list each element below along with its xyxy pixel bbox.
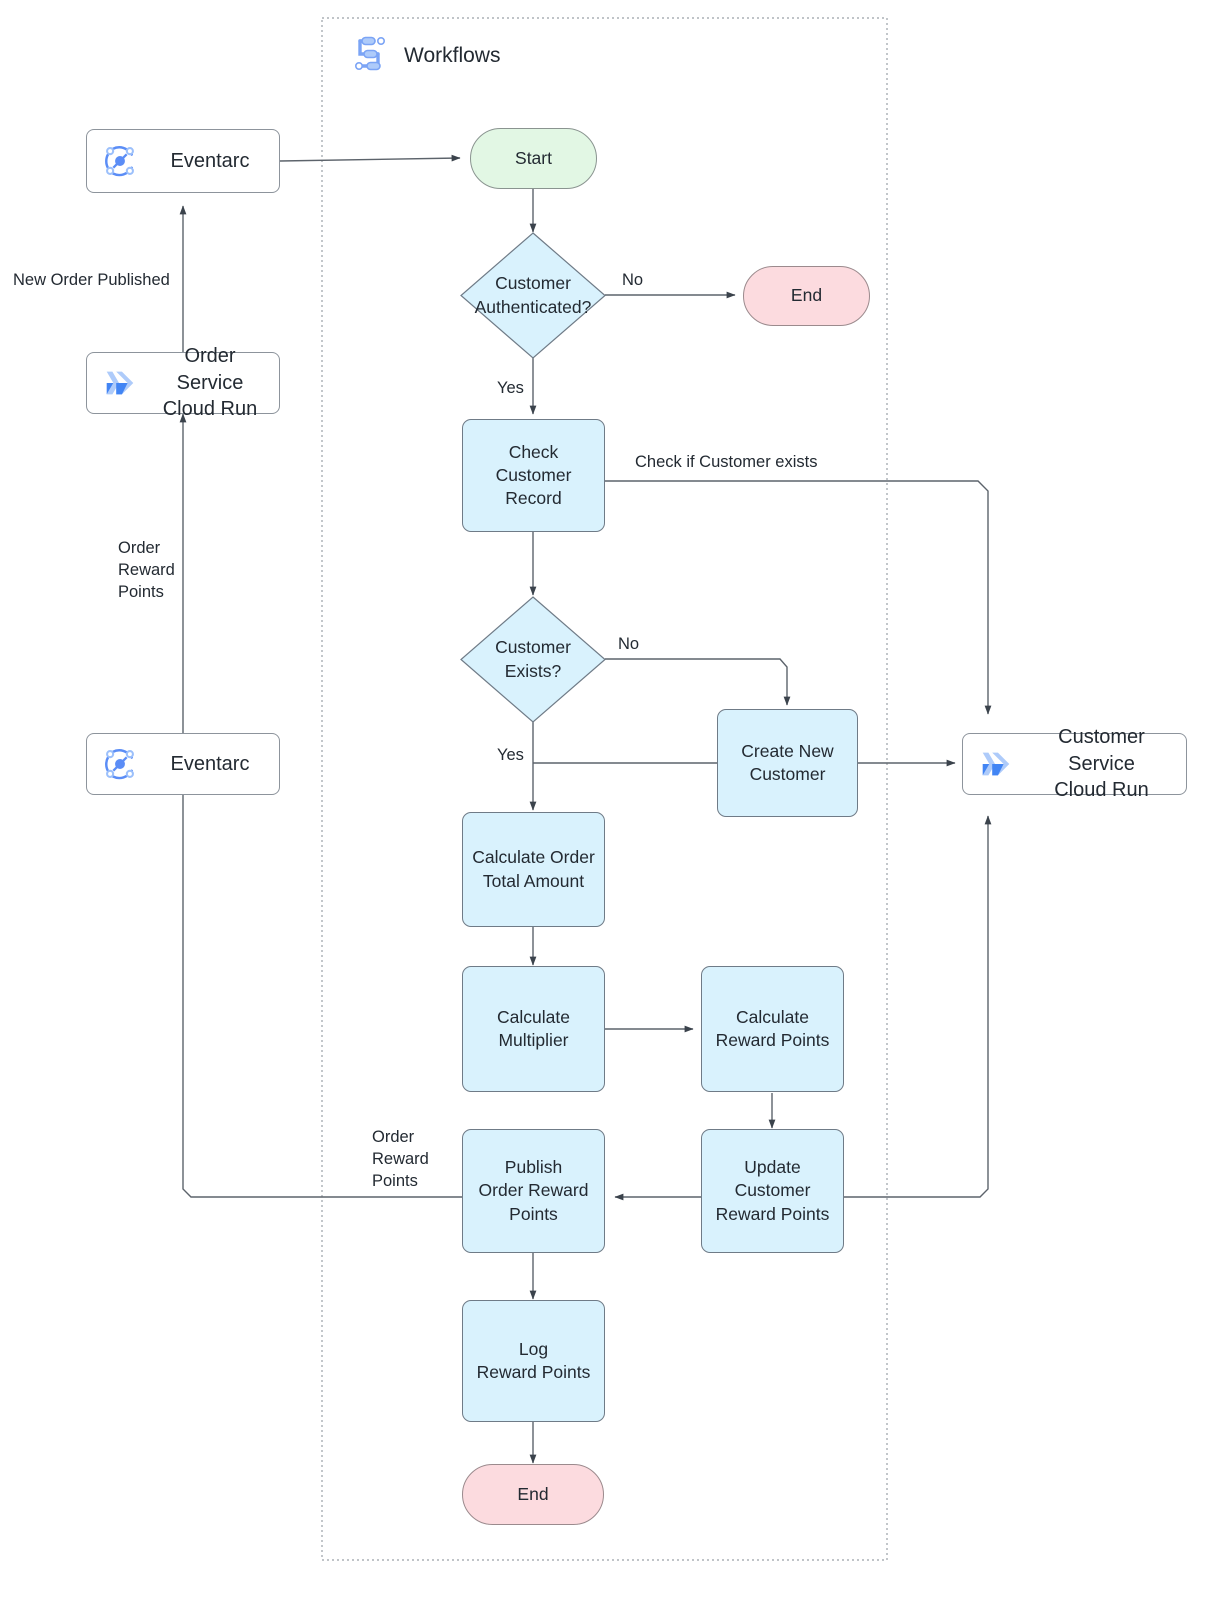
create-new-customer-node[interactable]: Create New Customer	[717, 709, 858, 817]
check-customer-record-line3: Record	[505, 488, 562, 509]
create-new-customer-label: Create New Customer	[741, 740, 833, 786]
order-service-line1: Order Service	[176, 345, 244, 394]
check-customer-record-line1: Check	[508, 441, 559, 462]
edge-label-new-order-published: New Order Published	[13, 271, 170, 289]
order-service-label: Order Service Cloud Run	[149, 343, 279, 422]
update-customer-reward-points-node[interactable]: Update Customer Reward Points	[701, 1129, 844, 1253]
update-customer-reward-points-line2: Customer	[734, 1180, 811, 1201]
start-node[interactable]: Start	[470, 128, 597, 189]
calculate-reward-points-label: Calculate Reward Points	[716, 1006, 830, 1052]
publish-order-reward-points-line3: Points	[509, 1203, 558, 1224]
customer-exists-decision[interactable]: Customer Exists?	[460, 596, 606, 723]
publish-order-reward-points-line1: Publish	[504, 1157, 563, 1178]
eventarc-bottom-node[interactable]: Eventarc	[86, 733, 280, 795]
edge-label-yes-authenticated: Yes	[497, 379, 524, 397]
calculate-reward-points-line2: Reward Points	[715, 1030, 830, 1050]
eventarc-bottom-label: Eventarc	[170, 752, 250, 775]
calculate-order-total-label: Calculate Order Total Amount	[472, 846, 595, 892]
eventarc-top-node[interactable]: Eventarc	[86, 129, 280, 193]
customer-authenticated-decision[interactable]: Customer Authenticated?	[460, 232, 606, 359]
workflows-group-boundary	[321, 17, 888, 1561]
calculate-order-total-line1: Calculate Order	[472, 847, 595, 868]
eventarc-icon	[105, 749, 134, 780]
customer-service-node[interactable]: Customer Service Cloud Run	[962, 726, 1187, 801]
eventarc-top-label: Eventarc	[170, 149, 250, 172]
create-new-customer-line1: Create New	[741, 740, 834, 761]
check-customer-record-node[interactable]: Check Customer Record	[462, 419, 605, 532]
calculate-multiplier-line2: Multiplier	[498, 1030, 569, 1050]
log-reward-points-node[interactable]: Log Reward Points	[462, 1300, 605, 1422]
publish-order-reward-points-node[interactable]: Publish Order Reward Points	[462, 1129, 605, 1253]
create-new-customer-line2: Customer	[749, 764, 826, 784]
end-top-label: End	[790, 285, 823, 306]
calculate-multiplier-label: Calculate Multiplier	[497, 1006, 570, 1052]
publish-order-reward-points-label: Publish Order Reward Points	[479, 1156, 589, 1225]
edge-label-order-reward-points-publish: Order Reward Points	[372, 1128, 429, 1190]
calculate-multiplier-line1: Calculate	[497, 1006, 570, 1027]
calculate-order-total-node[interactable]: Calculate Order Total Amount	[462, 812, 605, 927]
update-customer-reward-points-line3: Reward Points	[715, 1203, 830, 1224]
workflows-group-title: Workflows	[404, 44, 501, 67]
edge-label-no-authenticated: No	[622, 271, 644, 289]
calculate-order-total-line2: Total Amount	[482, 870, 585, 891]
log-reward-points-line2: Reward Points	[476, 1362, 591, 1382]
order-service-line2: Cloud Run	[162, 398, 258, 421]
cloud-run-icon	[982, 752, 1010, 776]
log-reward-points-line1: Log	[518, 1338, 549, 1359]
customer-service-line1: Customer Service	[1058, 726, 1145, 775]
edge-label-yes-exists: Yes	[497, 746, 524, 764]
customer-service-label: Customer Service Cloud Run	[1025, 724, 1186, 803]
edge-label-order-reward-points-left: Order Reward Points	[118, 539, 175, 601]
eventarc-icon	[105, 146, 134, 177]
log-reward-points-label: Log Reward Points	[477, 1338, 591, 1384]
check-customer-record-label: Check Customer Record	[496, 441, 572, 510]
edge-eventarc-to-start	[279, 154, 461, 162]
end-bottom-label: End	[517, 1483, 549, 1504]
edge-publish-to-eventarc-bottom	[182, 795, 463, 1198]
order-service-node[interactable]: Order Service Cloud Run	[86, 345, 280, 420]
customer-service-line2: Cloud Run	[1054, 779, 1149, 802]
update-customer-reward-points-label: Update Customer Reward Points	[716, 1156, 830, 1225]
edge-exists-no-to-create	[605, 658, 791, 706]
edge-label-no-exists: No	[618, 635, 640, 653]
start-label: Start	[515, 147, 552, 168]
cloud-run-icon	[106, 371, 134, 395]
workflows-icon	[355, 36, 385, 71]
end-top-node[interactable]: End	[743, 266, 870, 326]
edge-label-check-if-customer-exists: Check if Customer exists	[635, 453, 818, 471]
update-customer-reward-points-line1: Update	[744, 1157, 801, 1178]
calculate-reward-points-node[interactable]: Calculate Reward Points	[701, 966, 844, 1092]
check-customer-record-line2: Customer	[495, 464, 572, 485]
calculate-multiplier-node[interactable]: Calculate Multiplier	[462, 966, 605, 1092]
end-bottom-node[interactable]: End	[462, 1464, 604, 1525]
publish-order-reward-points-line2: Order Reward	[478, 1180, 589, 1201]
edge-update-to-customerservice	[844, 815, 992, 1198]
edge-check-to-customerservice	[605, 480, 992, 715]
calculate-reward-points-line1: Calculate	[736, 1006, 809, 1027]
